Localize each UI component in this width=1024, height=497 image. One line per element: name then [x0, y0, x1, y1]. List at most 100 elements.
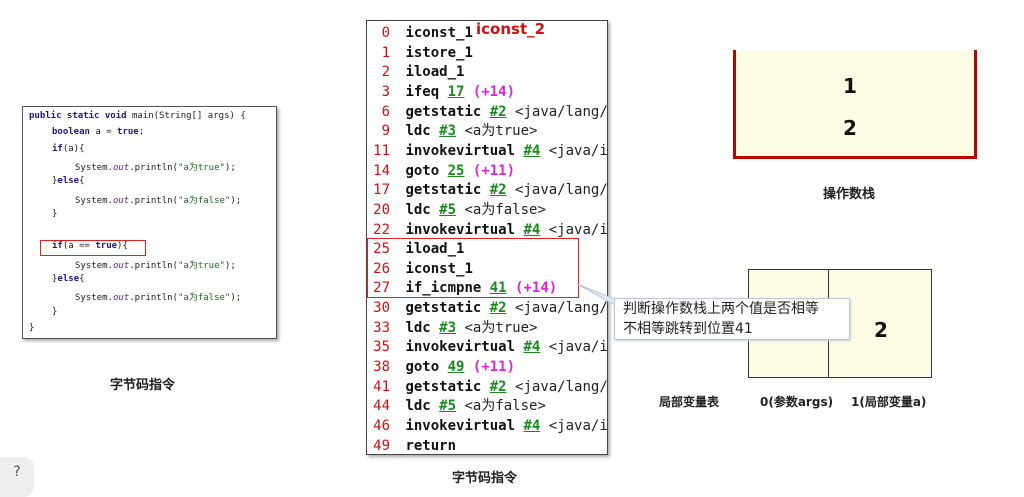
bytecode-operand-link[interactable]: #5 [439, 398, 457, 415]
code-token: else [57, 274, 80, 284]
bytecode-offset: 20 [373, 201, 390, 218]
highlight-compare-instructions [367, 238, 579, 298]
slot0-label: 0(参数args) [760, 395, 834, 409]
bytecode-operand-link[interactable]: #4 [523, 418, 541, 434]
bytecode-comment: <java/lang/S [515, 182, 608, 199]
code-token: if [52, 143, 63, 154]
bytecode-operand-link[interactable]: #4 [523, 142, 541, 159]
bytecode-row: 14 goto 25 (+11) [367, 161, 523, 181]
bytecode-row: 30 getstatic #2 <java/lang/S [367, 298, 607, 318]
code-token: ){ [117, 241, 128, 252]
bytecode-operand-link[interactable]: #4 [523, 339, 541, 356]
callout-tooltip: 判断操作数栈上两个值是否相等 不相等跳转到位置41 [614, 298, 850, 340]
code-token: out [112, 293, 130, 304]
code-line: System.out.println("a为true"); [75, 160, 236, 173]
bytecode-operand-link[interactable]: #2 [489, 182, 507, 199]
bytecode-opcode: invokevirtual [405, 418, 516, 434]
code-token: System. [75, 260, 113, 271]
code-line: } [52, 307, 57, 317]
bytecode-row: 41 getstatic #2 <java/lang/S [367, 377, 607, 397]
bytecode-offset: 27 [373, 280, 390, 297]
bytecode-opcode: invokevirtual [405, 142, 516, 159]
bytecode-operand-link[interactable]: 41 [489, 280, 507, 297]
bytecode-offset: 30 [373, 300, 390, 317]
code-token: out [112, 260, 130, 271]
code-token: true [117, 127, 139, 138]
bytecode-operand-link[interactable]: #2 [489, 103, 507, 120]
bytecode-row: 22 invokevirtual #4 <java/io [367, 220, 608, 240]
bytecode-row: 2 iload_1 [367, 62, 473, 82]
bytecode-operand-link[interactable]: #3 [439, 123, 457, 140]
code-token: System. [75, 162, 113, 173]
code-line: if(a == true){ [52, 241, 128, 251]
bytecode-offset: 26 [373, 260, 390, 277]
code-token: ); [224, 162, 236, 173]
bytecode-row: 49 return [367, 436, 464, 454]
code-token: } [52, 274, 58, 284]
code-token: } [29, 322, 35, 333]
bytecode-opcode: getstatic [405, 103, 482, 120]
bytecode-comment: <java/io [548, 418, 608, 434]
bytecode-row: 20 ldc #5 <a为false> [367, 200, 554, 220]
bytecode-operand-link[interactable]: #2 [489, 300, 507, 317]
bytecode-operand-link[interactable]: #2 [489, 378, 507, 395]
bytecode-offset: 49 [373, 437, 390, 454]
bytecode-opcode: return [405, 437, 457, 454]
code-line: }else{ [52, 274, 85, 284]
code-line: } [52, 209, 57, 219]
bytecode-offset: 41 [373, 378, 390, 395]
callout-line-1: 判断操作数栈上两个值是否相等 [623, 301, 819, 317]
bytecode-offset: 25 [373, 241, 390, 258]
code-token: .println( [129, 293, 178, 304]
bytecode-operand-link[interactable]: #3 [439, 319, 457, 336]
bytecode-opcode: ldc [405, 123, 431, 140]
slot1-value: 2 [874, 318, 888, 342]
code-token: "a为false" [177, 293, 231, 304]
code-line: public static void main(String[] args) { [29, 111, 246, 121]
bytecode-offset: 33 [373, 319, 390, 336]
bytecode-comment: <java/io [548, 339, 608, 356]
code-token: "a为true" [177, 162, 225, 173]
bytecode-comment: <a为false> [464, 398, 546, 415]
bytecode-offset: 44 [373, 398, 390, 415]
code-token: } [52, 176, 58, 187]
bytecode-opcode: iload_1 [405, 241, 465, 258]
bytecode-operand-link[interactable]: 25 [447, 162, 465, 179]
code-token: boolean [52, 127, 96, 138]
code-token: .println( [129, 162, 178, 173]
bytecode-opcode: iconst_1 [405, 25, 473, 41]
java-source-code-panel: public static void main(String[] args) {… [22, 106, 277, 339]
bytecode-offset: 14 [373, 162, 390, 179]
bytecode-operand-link[interactable]: #4 [523, 221, 541, 238]
bytecode-offset: 11 [373, 142, 390, 159]
bytecode-operand-link[interactable]: #5 [439, 201, 457, 218]
code-line: } [29, 323, 34, 333]
bytecode-panel: 0 iconst_1 1 istore_1 2 iload_1 3 ifeq 1… [366, 20, 608, 455]
bytecode-offset: 2 [381, 64, 390, 81]
bytecode-row: 46 invokevirtual #4 <java/io [367, 416, 608, 436]
bytecode-operand-link[interactable]: 17 [447, 83, 465, 100]
code-line: System.out.println("a为false"); [75, 290, 241, 303]
code-token: { [79, 274, 85, 284]
bytecode-comment: <java/io [548, 221, 608, 238]
stack-value-top: 1 [843, 74, 857, 98]
code-token: { [79, 176, 85, 187]
bytecode-opcode: iload_1 [405, 64, 465, 81]
bytecode-offset: 9 [381, 123, 390, 140]
bytecode-operand-link[interactable]: 49 [447, 359, 465, 376]
bytecode-opcode: if_icmpne [405, 280, 482, 297]
bytecode-row: 44 ldc #5 <a为false> [367, 396, 554, 416]
bytecode-opcode: ldc [405, 201, 431, 218]
bytecode-offset: 17 [373, 182, 390, 199]
code-token: System. [75, 293, 113, 304]
bytecode-offset: 46 [373, 418, 390, 434]
bytecode-row: 9 ldc #3 <a为true> [367, 121, 546, 141]
code-token: ); [224, 260, 236, 271]
stack-value-bottom: 2 [843, 116, 857, 140]
help-button[interactable]: ? [0, 457, 34, 497]
code-token: } [52, 208, 58, 219]
bytecode-opcode: getstatic [405, 182, 482, 199]
bytecode-opcode: getstatic [405, 300, 482, 317]
bytecode-opcode: invokevirtual [405, 221, 516, 238]
code-token: System. [75, 195, 113, 206]
